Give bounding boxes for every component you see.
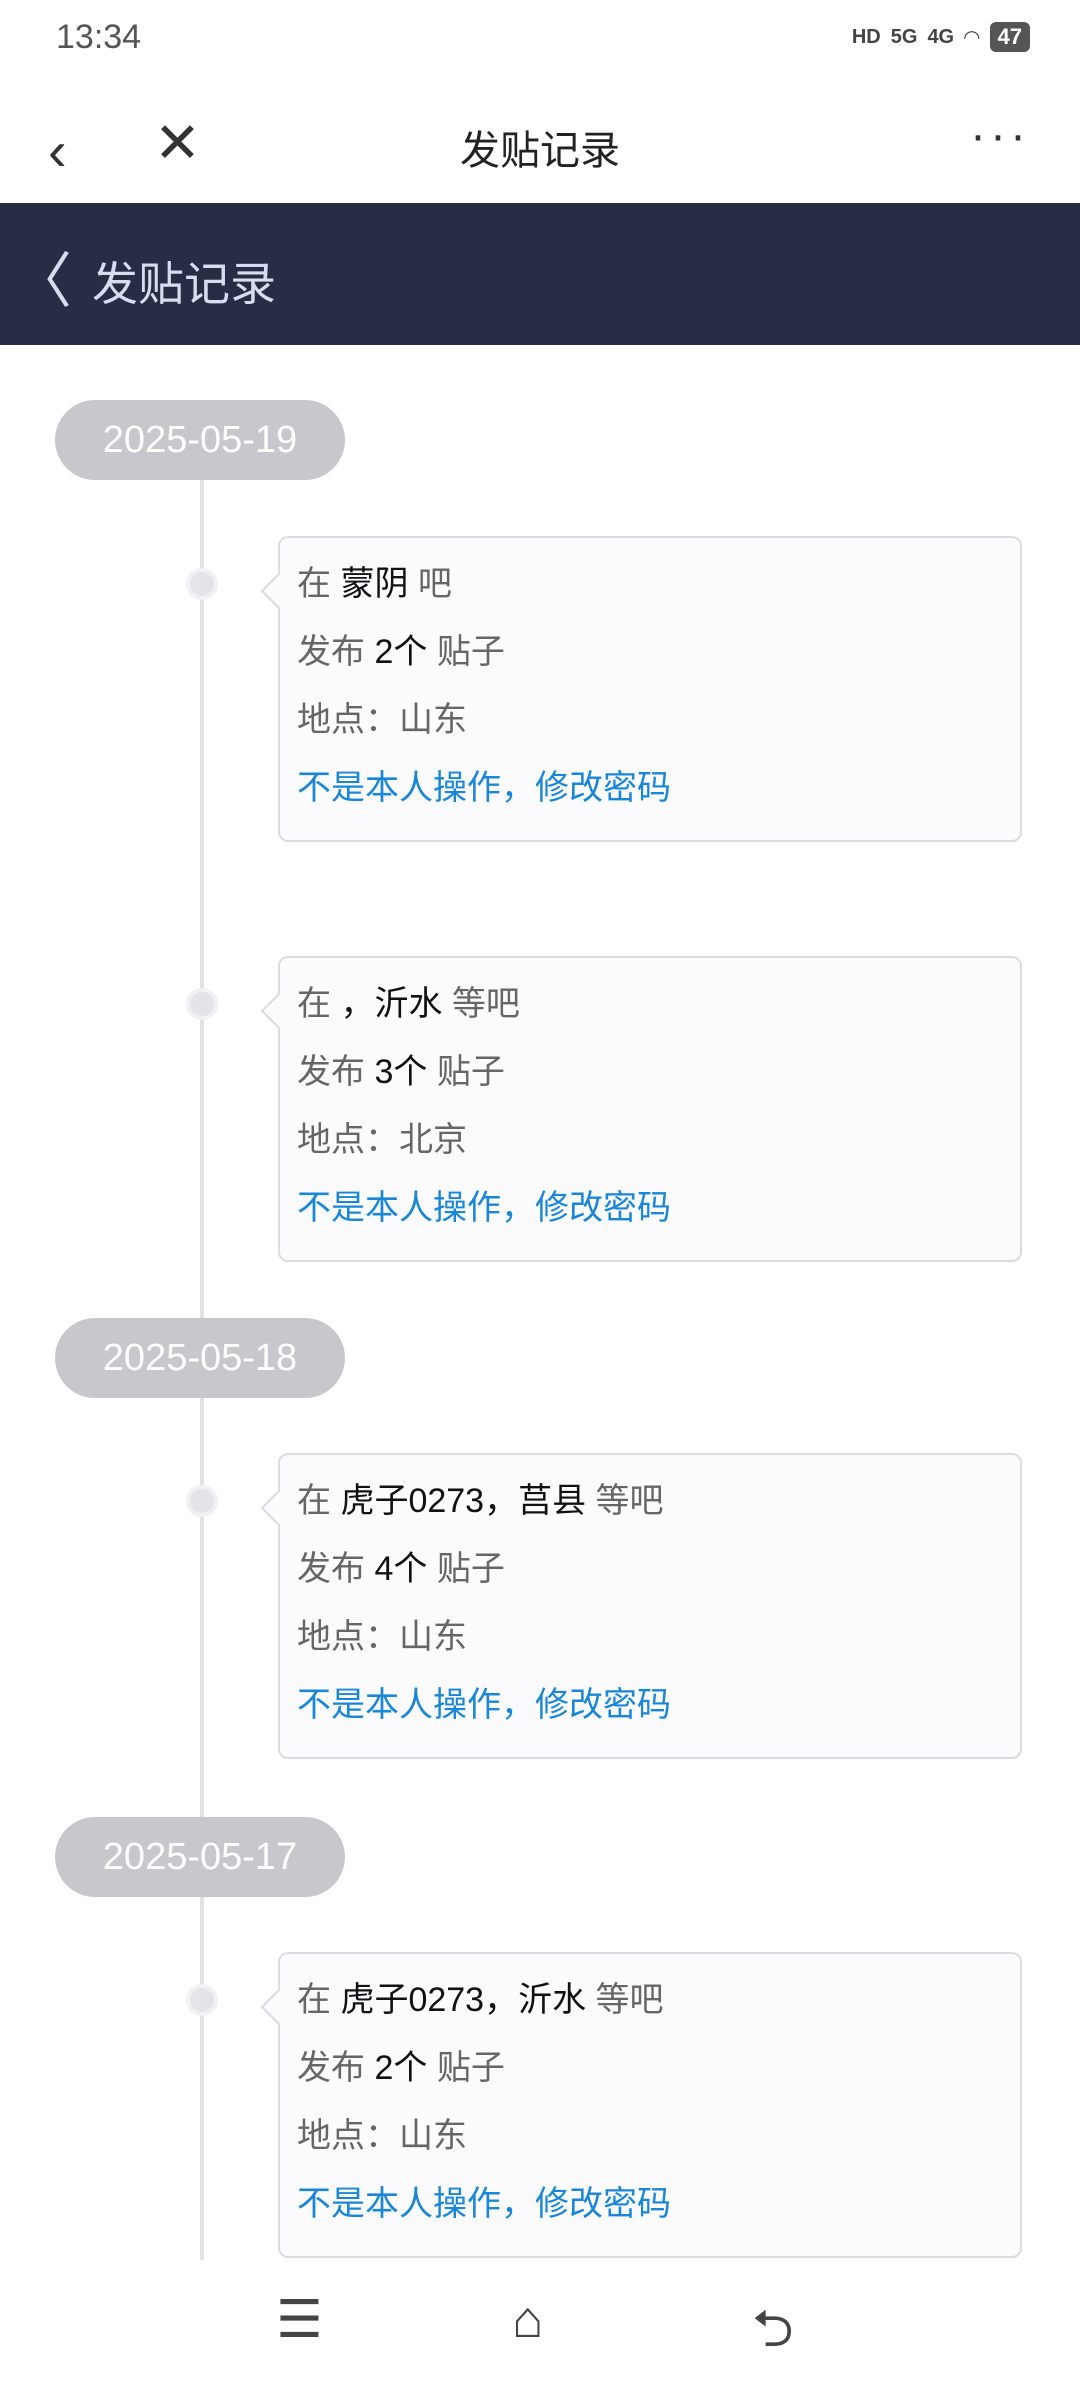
post-record-card: 在 虎子0273，沂水 等吧 发布 2个 贴子 地点：山东 不是本人操作，修改密… (278, 1952, 1022, 2258)
timeline-dot (186, 1485, 218, 1517)
post-record-card: 在 ，沂水 等吧 发布 3个 贴子 地点：北京 不是本人操作，修改密码 (278, 956, 1022, 1262)
count-line: 发布 4个 贴子 (297, 1547, 1020, 1615)
change-password-link[interactable]: 不是本人操作，修改密码 (297, 1686, 671, 1724)
location: 地点：北京 (297, 1121, 467, 1159)
forum-name: 虎子0273，沂水 (340, 1981, 587, 2019)
change-password-link[interactable]: 不是本人操作，修改密码 (297, 1189, 671, 1227)
label: 贴子 (436, 633, 505, 671)
forum-name: 虎子0273，莒县 (340, 1482, 587, 1520)
location: 地点：山东 (297, 1618, 467, 1656)
post-count: 4个 (374, 1550, 428, 1588)
label: 在 (297, 1482, 331, 1520)
return-icon[interactable]: ⮌ (752, 2300, 794, 2358)
back-icon[interactable]: ‹ (48, 119, 67, 182)
count-line: 发布 2个 贴子 (297, 2046, 1020, 2114)
change-password-link[interactable]: 不是本人操作，修改密码 (297, 769, 671, 807)
post-record-card: 在 虎子0273，莒县 等吧 发布 4个 贴子 地点：山东 不是本人操作，修改密… (278, 1453, 1022, 1759)
timeline-dot (186, 988, 218, 1020)
label: 发布 (297, 633, 365, 671)
count-line: 发布 2个 贴子 (297, 630, 1020, 698)
date-pill: 2025-05-17 (55, 1817, 345, 1897)
date-pill: 2025-05-19 (55, 400, 345, 480)
label: 贴子 (436, 1053, 505, 1091)
label: 在 (297, 565, 331, 603)
status-bar: 13:34 HD 5G 4G ◠ 47 (0, 0, 1080, 80)
signal-4g-icon: 4G (927, 25, 955, 48)
label: 发布 (297, 2049, 365, 2087)
location: 地点：山东 (297, 701, 467, 739)
page-title: 发贴记录 (460, 129, 620, 173)
header-title: 发贴记录 (92, 258, 276, 310)
forum-line: 在 蒙阴 吧 (297, 562, 1020, 630)
hd-icon: HD (851, 25, 881, 48)
battery-icon: 47 (989, 22, 1030, 52)
post-count: 2个 (374, 2049, 428, 2087)
location: 地点：山东 (297, 2117, 467, 2155)
forum-line: 在 虎子0273，沂水 等吧 (297, 1978, 1020, 2046)
status-icons: HD 5G 4G ◠ 47 (852, 22, 1030, 52)
wifi-icon: ◠ (964, 26, 980, 49)
date-pill: 2025-05-18 (55, 1318, 345, 1398)
label: 发布 (297, 1550, 365, 1588)
forum-name: 蒙阴 (340, 565, 409, 603)
home-icon[interactable]: ⌂ (512, 2291, 544, 2349)
label: 等吧 (595, 1482, 664, 1520)
menu-icon[interactable]: ☰ (276, 2291, 323, 2349)
post-count: 3个 (374, 1053, 428, 1091)
page-header: 〈 发贴记录 (0, 203, 1080, 345)
label: 贴子 (436, 2049, 505, 2087)
forum-name: ，沂水 (340, 985, 443, 1023)
change-password-link[interactable]: 不是本人操作，修改密码 (297, 2185, 671, 2223)
label: 等吧 (451, 985, 520, 1023)
top-nav: ‹ ✕ 发贴记录 ··· (0, 80, 1080, 203)
label: 在 (297, 985, 331, 1023)
timeline-dot (186, 1984, 218, 2016)
label: 贴子 (436, 1550, 505, 1588)
label: 吧 (417, 565, 452, 603)
count-line: 发布 3个 贴子 (297, 1050, 1020, 1118)
label: 等吧 (595, 1981, 664, 2019)
forum-line: 在 虎子0273，莒县 等吧 (297, 1479, 1020, 1547)
label: 在 (297, 1981, 331, 2019)
label: 发布 (297, 1053, 365, 1091)
system-nav-bar: ☰ ⌂ ⮌ (0, 2260, 1080, 2400)
signal-5g-icon: 5G (890, 25, 918, 48)
close-icon[interactable]: ✕ (154, 111, 201, 174)
header-back-icon[interactable]: 〈 (12, 248, 72, 315)
status-time: 13:34 (56, 18, 142, 56)
post-record-card: 在 蒙阴 吧 发布 2个 贴子 地点：山东 不是本人操作，修改密码 (278, 536, 1022, 842)
timeline-dot (186, 568, 218, 600)
forum-line: 在 ，沂水 等吧 (297, 982, 1020, 1050)
post-count: 2个 (374, 633, 428, 671)
more-icon[interactable]: ··· (970, 109, 1030, 162)
